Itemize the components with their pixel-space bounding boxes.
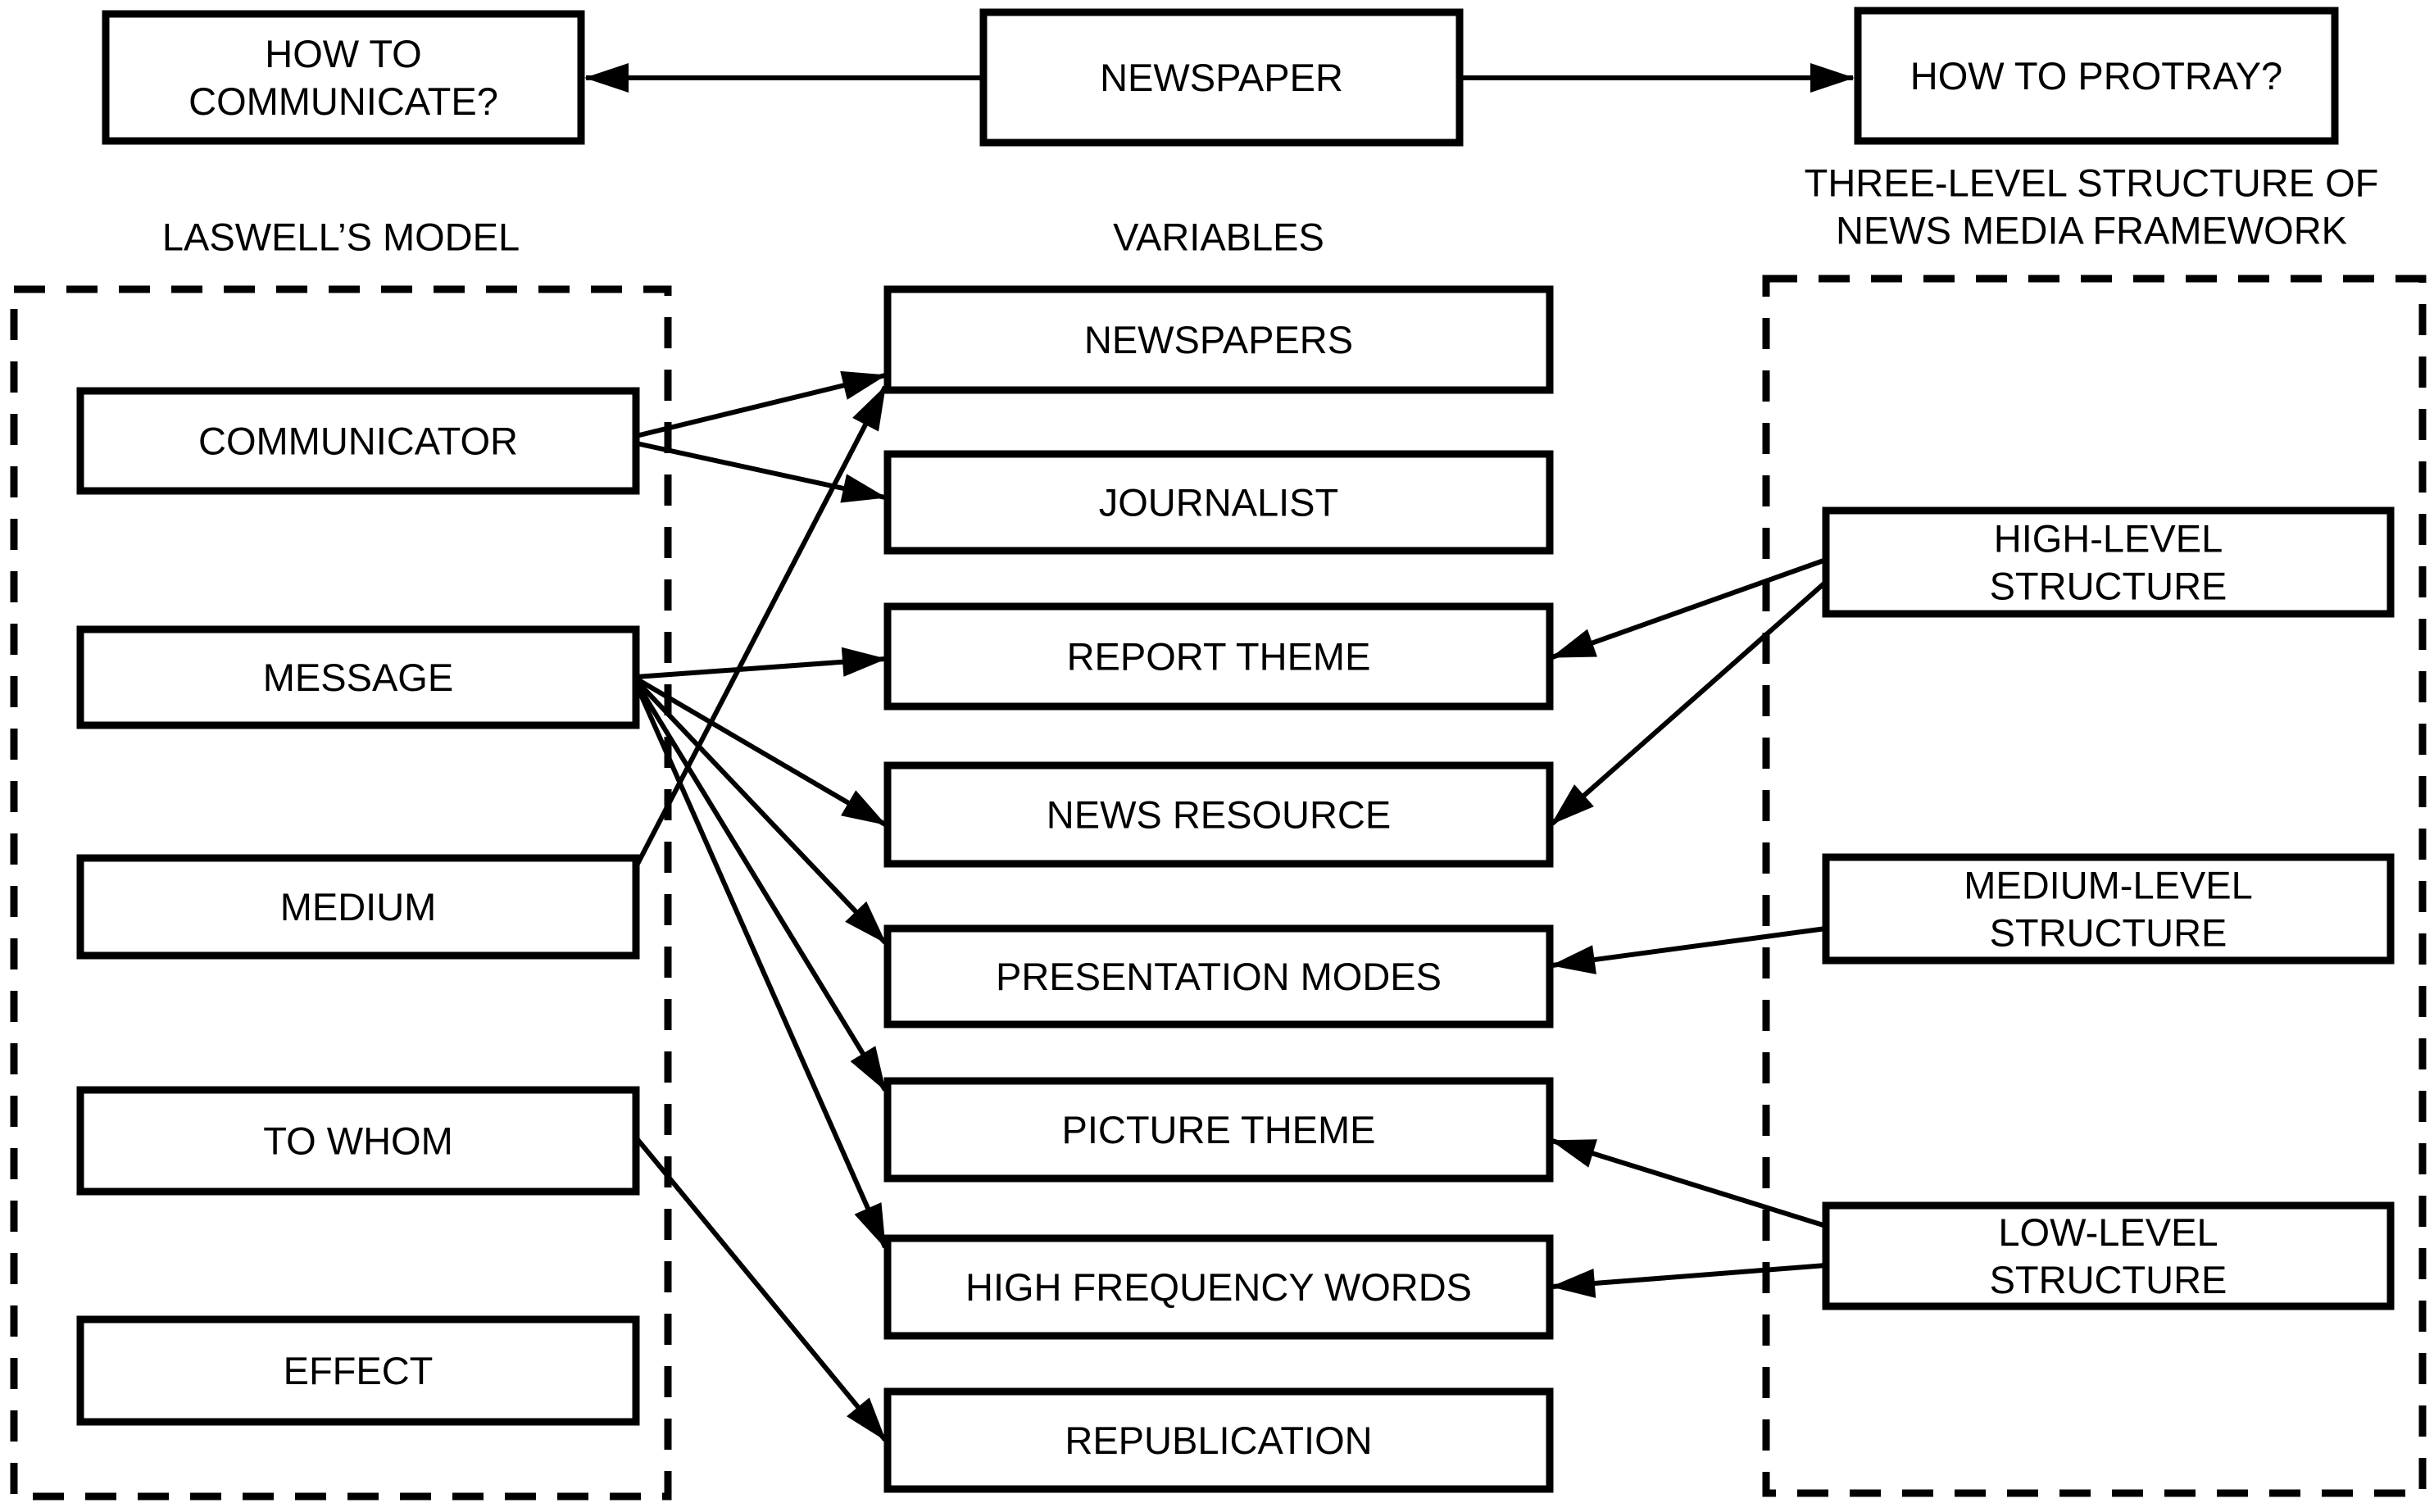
edge-to-whom-to-republication [633, 1136, 888, 1442]
node-box-low-level-structure [1822, 1201, 2395, 1310]
node-high-frequency-words: HIGH FREQUENCY WORDS [883, 1234, 1554, 1340]
node-label-to-whom: TO WHOM [263, 1119, 453, 1162]
node-box-high-frequency-words [883, 1234, 1554, 1340]
node-box-effect [76, 1315, 640, 1426]
node-medium: MEDIUM [76, 854, 640, 960]
node-box-high-level-structure [1822, 506, 2395, 618]
node-box-newspaper [979, 8, 1464, 147]
node-label-high-frequency-words: HIGH FREQUENCY WORDS [965, 1265, 1472, 1309]
edge-message-to-picture-theme [633, 680, 888, 1092]
node-news-resource: NEWS RESOURCE [883, 761, 1554, 868]
node-newspaper: NEWSPAPER [979, 8, 1464, 147]
node-box-to-whom [76, 1086, 640, 1196]
laswell-title: LASWELL’S MODEL [162, 215, 520, 258]
node-box-republication [883, 1387, 1554, 1493]
node-label-message: MESSAGE [263, 656, 453, 699]
edge-high-level-structure-to-news-resource [1551, 579, 1828, 826]
node-report-theme: REPORT THEME [883, 602, 1554, 711]
node-box-message [76, 625, 640, 729]
edge-medium-level-structure-to-presentation-modes [1551, 926, 1827, 974]
edge-message-to-presentation-modes [633, 678, 888, 945]
node-label-presentation-modes: PRESENTATION MODES [996, 955, 1442, 998]
node-republication: REPUBLICATION [883, 1387, 1554, 1493]
edge-communicator-to-journalist [632, 440, 887, 503]
node-box-how-to-protray [1854, 7, 2339, 145]
node-label-newspapers: NEWSPAPERS [1084, 318, 1353, 361]
edge-message-to-high-frequency-words [633, 682, 888, 1249]
node-newspapers: NEWSPAPERS [883, 285, 1554, 394]
edge-low-level-structure-to-high-frequency-words [1551, 1263, 1827, 1298]
edge-high-level-structure-to-report-theme [1551, 557, 1828, 660]
node-label-news-resource: NEWS RESOURCE [1047, 792, 1391, 836]
edge-communicator-to-newspapers [632, 370, 887, 439]
node-label-report-theme: REPORT THEME [1067, 634, 1371, 678]
node-box-news-resource [883, 761, 1554, 868]
node-label-how-to-protray: HOW TO PROTRAY? [1910, 54, 2282, 98]
node-label-newspaper: NEWSPAPER [1100, 56, 1343, 99]
node-box-medium [76, 854, 640, 960]
node-box-journalist [883, 450, 1554, 555]
node-box-report-theme [883, 602, 1554, 711]
variables-title: VARIABLES [1113, 215, 1324, 258]
node-label-picture-theme: PICTURE THEME [1062, 1108, 1376, 1151]
node-effect: EFFECT [76, 1315, 640, 1426]
node-label-republication: REPUBLICATION [1065, 1419, 1372, 1462]
node-message: MESSAGE [76, 625, 640, 729]
edge-message-to-news-resource [634, 676, 887, 827]
edge-message-to-report-theme [635, 647, 887, 679]
node-label-effect: EFFECT [284, 1349, 434, 1392]
group-container-framework [1762, 275, 2427, 1497]
node-presentation-modes: PRESENTATION MODES [883, 924, 1554, 1028]
node-box-medium-level-structure [1822, 853, 2395, 965]
node-communicator: COMMUNICATOR [76, 387, 640, 495]
node-label-communicator: COMMUNICATOR [198, 419, 518, 462]
node-box-picture-theme [883, 1077, 1554, 1183]
node-box-newspapers [883, 285, 1554, 394]
node-label-medium: MEDIUM [280, 885, 437, 929]
node-label-journalist: JOURNALIST [1099, 480, 1339, 524]
node-to-whom: TO WHOM [76, 1086, 640, 1196]
group-container-laswell [10, 285, 672, 1501]
node-picture-theme: PICTURE THEME [883, 1077, 1554, 1183]
edge-low-level-structure-to-picture-theme [1551, 1138, 1827, 1228]
node-box-presentation-modes [883, 924, 1554, 1028]
node-journalist: JOURNALIST [883, 450, 1554, 555]
node-how-to-protray: HOW TO PROTRAY? [1854, 7, 2339, 145]
node-box-how-to-communicate [102, 10, 585, 145]
edge-medium-to-newspapers [633, 385, 888, 869]
node-box-communicator [76, 387, 640, 495]
